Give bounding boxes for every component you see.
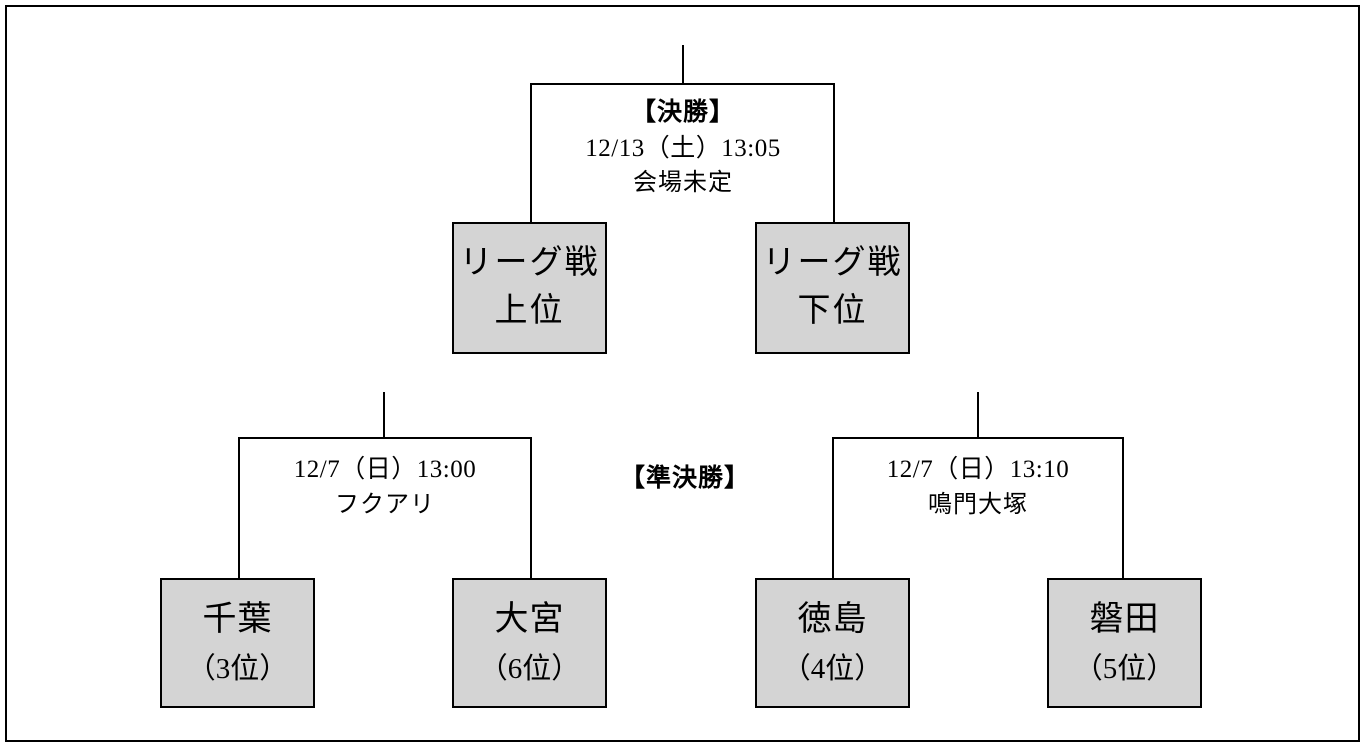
champion-stem bbox=[682, 45, 684, 83]
final-connector-bar bbox=[530, 83, 835, 85]
team-box-tokushima[interactable]: 徳島 （4位） bbox=[755, 578, 910, 708]
semifinal-left-leg-a bbox=[238, 437, 240, 578]
team-rank-tokushima: （4位） bbox=[781, 652, 884, 685]
final-slot-lower-line2: 下位 bbox=[797, 293, 868, 329]
final-slot-lower[interactable]: リーグ戦 下位 bbox=[755, 222, 910, 354]
team-box-omiya[interactable]: 大宮 （6位） bbox=[452, 578, 607, 708]
team-name-iwata: 磐田 bbox=[1089, 600, 1160, 638]
semifinal-right-venue: 鳴門大塚 bbox=[928, 491, 1028, 518]
final-round-label: 【決勝】 bbox=[630, 99, 735, 126]
semifinal-right-bar bbox=[832, 437, 1124, 439]
final-connector-right bbox=[833, 83, 835, 222]
semifinal-left-venue: フクアリ bbox=[335, 491, 435, 518]
team-name-tokushima: 徳島 bbox=[797, 600, 868, 638]
final-slot-upper-line1: リーグ戦 bbox=[459, 245, 600, 282]
team-rank-chiba: （3位） bbox=[186, 652, 289, 685]
final-slot-upper[interactable]: リーグ戦 上位 bbox=[452, 222, 607, 354]
semifinal-round-label: 【準決勝】 bbox=[619, 465, 750, 492]
final-slot-upper-line2: 上位 bbox=[494, 293, 565, 329]
final-slot-lower-line1: リーグ戦 bbox=[762, 245, 903, 282]
team-rank-omiya: （6位） bbox=[478, 652, 581, 685]
semifinal-left-leg-b bbox=[530, 437, 532, 578]
team-box-chiba[interactable]: 千葉 （3位） bbox=[160, 578, 315, 708]
final-match-info: 【決勝】 12/13（土）13:05 会場未定 bbox=[543, 95, 823, 200]
diagram-frame bbox=[5, 5, 1360, 742]
team-name-chiba: 千葉 bbox=[202, 600, 273, 638]
semifinal-right-datetime: 12/7（日）13:10 bbox=[886, 456, 1070, 483]
team-rank-iwata: （5位） bbox=[1073, 652, 1176, 685]
semifinal-left-info: 12/7（日）13:00 フクアリ bbox=[245, 452, 525, 522]
semifinal-right-info: 12/7（日）13:10 鳴門大塚 bbox=[838, 452, 1118, 522]
semifinal-left-stem bbox=[383, 392, 385, 438]
team-name-omiya: 大宮 bbox=[494, 600, 565, 638]
semifinal-left-datetime: 12/7（日）13:00 bbox=[293, 456, 477, 483]
semifinal-right-stem bbox=[977, 392, 979, 438]
semifinal-left-bar bbox=[238, 437, 532, 439]
semifinal-right-leg-a bbox=[832, 437, 834, 578]
final-datetime: 12/13（土）13:05 bbox=[585, 134, 781, 162]
final-connector-left bbox=[530, 83, 532, 222]
team-box-iwata[interactable]: 磐田 （5位） bbox=[1047, 578, 1202, 708]
final-venue: 会場未定 bbox=[633, 170, 733, 196]
semifinal-right-leg-b bbox=[1122, 437, 1124, 578]
